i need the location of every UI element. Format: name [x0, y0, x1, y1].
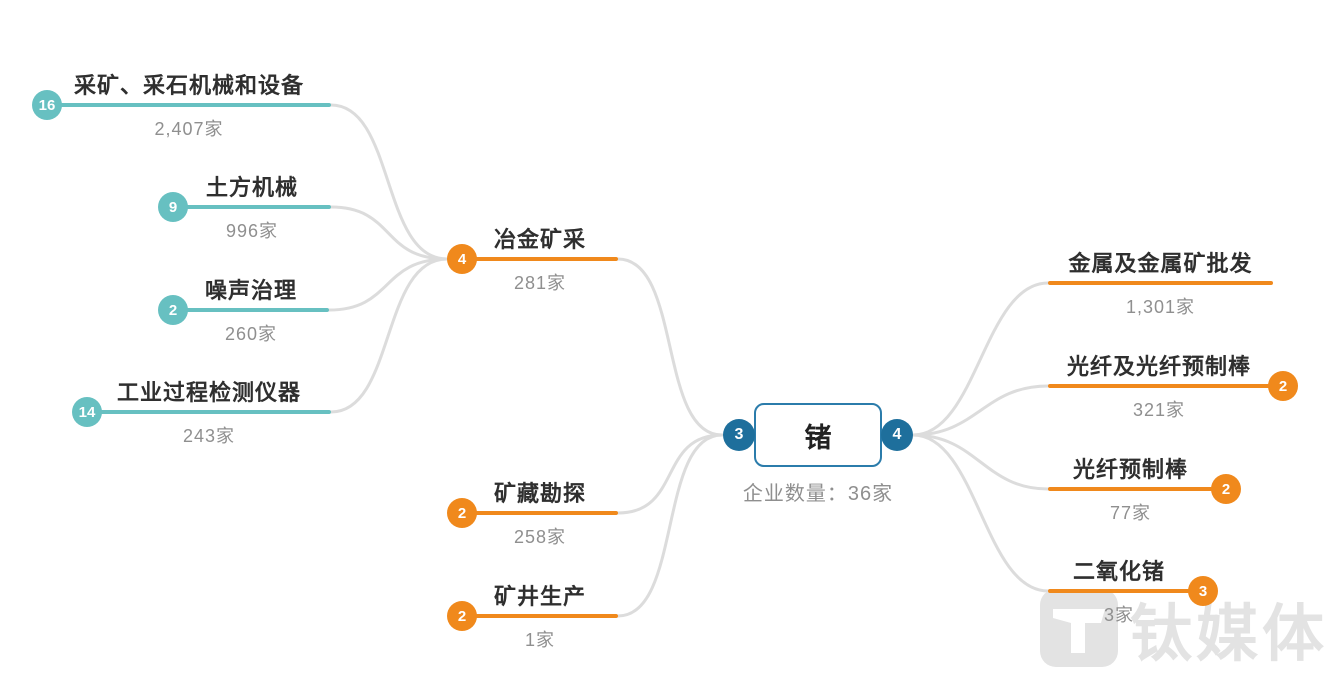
node-noise-control[interactable]: 2 噪声治理 260家	[158, 278, 329, 344]
expand-badge[interactable]: 14	[72, 397, 102, 427]
node-fiber-and-preform[interactable]: 2 光纤及光纤预制棒 321家	[1048, 354, 1298, 420]
node-count: 260家	[224, 324, 278, 344]
node-metal-wholesale[interactable]: 金属及金属矿批发 1,301家	[1048, 251, 1273, 317]
node-metallurgical-mining[interactable]: 4 冶金矿采 281家	[447, 227, 618, 293]
expand-badge[interactable]: 2	[1268, 371, 1298, 401]
node-underline	[1048, 384, 1270, 388]
node-mining-quarry-machinery[interactable]: 16 采矿、采石机械和设备 2,407家	[32, 73, 331, 139]
node-label[interactable]: 冶金矿采	[493, 227, 587, 252]
watermark-logo-icon	[1040, 589, 1118, 667]
node-underline	[173, 205, 331, 209]
node-underline	[1048, 487, 1213, 491]
collapse-badge-right[interactable]: 4	[881, 419, 913, 451]
node-label[interactable]: 噪声治理	[204, 278, 298, 303]
node-label[interactable]: 土方机械	[205, 175, 299, 200]
node-mine-production[interactable]: 2 矿井生产 1家	[447, 584, 618, 650]
node-earthmoving-machinery[interactable]: 9 土方机械 996家	[158, 175, 331, 241]
node-count: 996家	[225, 221, 279, 241]
center-node-label[interactable]: 锗	[804, 422, 832, 453]
node-underline	[1048, 589, 1190, 593]
node-underline	[173, 308, 329, 312]
expand-badge[interactable]: 2	[1211, 474, 1241, 504]
expand-badge[interactable]: 3	[1188, 576, 1218, 606]
node-label[interactable]: 采矿、采石机械和设备	[73, 73, 305, 98]
node-label[interactable]: 矿井生产	[493, 584, 587, 609]
node-label[interactable]: 光纤预制棒	[1072, 457, 1189, 482]
node-underline	[462, 511, 618, 515]
node-underline	[47, 103, 331, 107]
center-node-subtitle: 企业数量：36家	[742, 483, 894, 505]
node-label[interactable]: 工业过程检测仪器	[116, 380, 302, 405]
expand-badge[interactable]: 2	[447, 601, 477, 631]
node-count: 2,407家	[154, 119, 224, 139]
expand-badge[interactable]: 16	[32, 90, 62, 120]
node-label[interactable]: 矿藏勘探	[493, 481, 587, 506]
node-count: 321家	[1132, 400, 1186, 420]
node-industrial-process-instruments[interactable]: 14 工业过程检测仪器 243家	[72, 380, 331, 446]
watermark-text: 钛媒体	[1130, 600, 1329, 669]
node-count: 258家	[513, 527, 567, 547]
node-count: 243家	[182, 426, 236, 446]
node-count: 1,301家	[1125, 297, 1196, 317]
watermark: 钛媒体	[1040, 583, 1328, 673]
node-underline	[462, 257, 618, 261]
node-underline	[1048, 281, 1273, 285]
node-count: 3家	[1103, 605, 1135, 625]
expand-badge[interactable]: 2	[158, 295, 188, 325]
node-underline	[87, 410, 331, 414]
node-germanium-center[interactable]: 锗 3 4 企业数量：36家	[723, 403, 913, 505]
node-label[interactable]: 二氧化锗	[1072, 559, 1166, 584]
expand-badge[interactable]: 2	[447, 498, 477, 528]
node-fiber-preform[interactable]: 2 光纤预制棒 77家	[1048, 457, 1241, 523]
node-count: 1家	[524, 630, 556, 650]
node-count: 77家	[1109, 503, 1152, 523]
expand-badge[interactable]: 9	[158, 192, 188, 222]
collapse-badge-left[interactable]: 3	[723, 419, 755, 451]
node-count: 281家	[513, 273, 567, 293]
node-label[interactable]: 光纤及光纤预制棒	[1066, 354, 1252, 379]
node-mineral-exploration[interactable]: 2 矿藏勘探 258家	[447, 481, 618, 547]
node-label[interactable]: 金属及金属矿批发	[1068, 251, 1253, 276]
node-germanium-dioxide[interactable]: 3 二氧化锗 3家	[1048, 559, 1218, 625]
node-underline	[462, 614, 618, 618]
expand-badge[interactable]: 4	[447, 244, 477, 274]
